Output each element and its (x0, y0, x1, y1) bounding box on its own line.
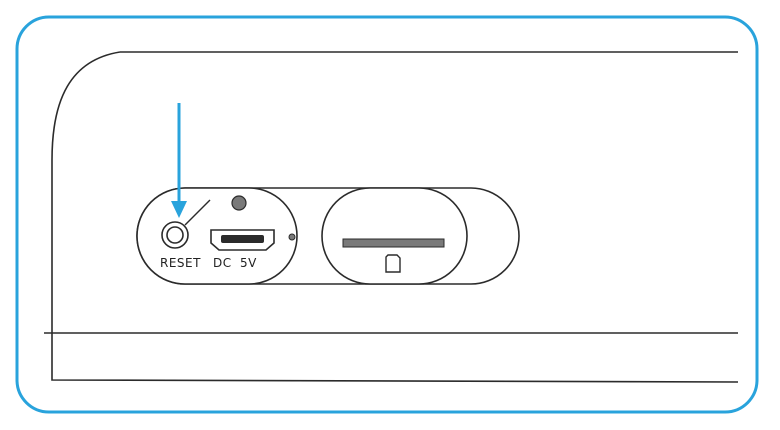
device-body (51, 51, 739, 383)
card-slot-group (321, 187, 468, 285)
reset-label: RESET (160, 256, 201, 270)
sd-card-icon (385, 254, 401, 273)
reset-pinhole-icon[interactable] (161, 221, 189, 249)
dc-label: DC (213, 256, 232, 270)
micro-usb-port-icon[interactable] (210, 229, 275, 251)
reset-guide-line (184, 199, 211, 226)
voltage-label: 5V (240, 256, 257, 270)
card-slot[interactable] (342, 238, 445, 248)
pointer-arrow-icon (171, 103, 187, 218)
status-led-icon (231, 195, 247, 211)
outer-frame (15, 15, 759, 414)
indicator-dot-icon (288, 233, 296, 241)
